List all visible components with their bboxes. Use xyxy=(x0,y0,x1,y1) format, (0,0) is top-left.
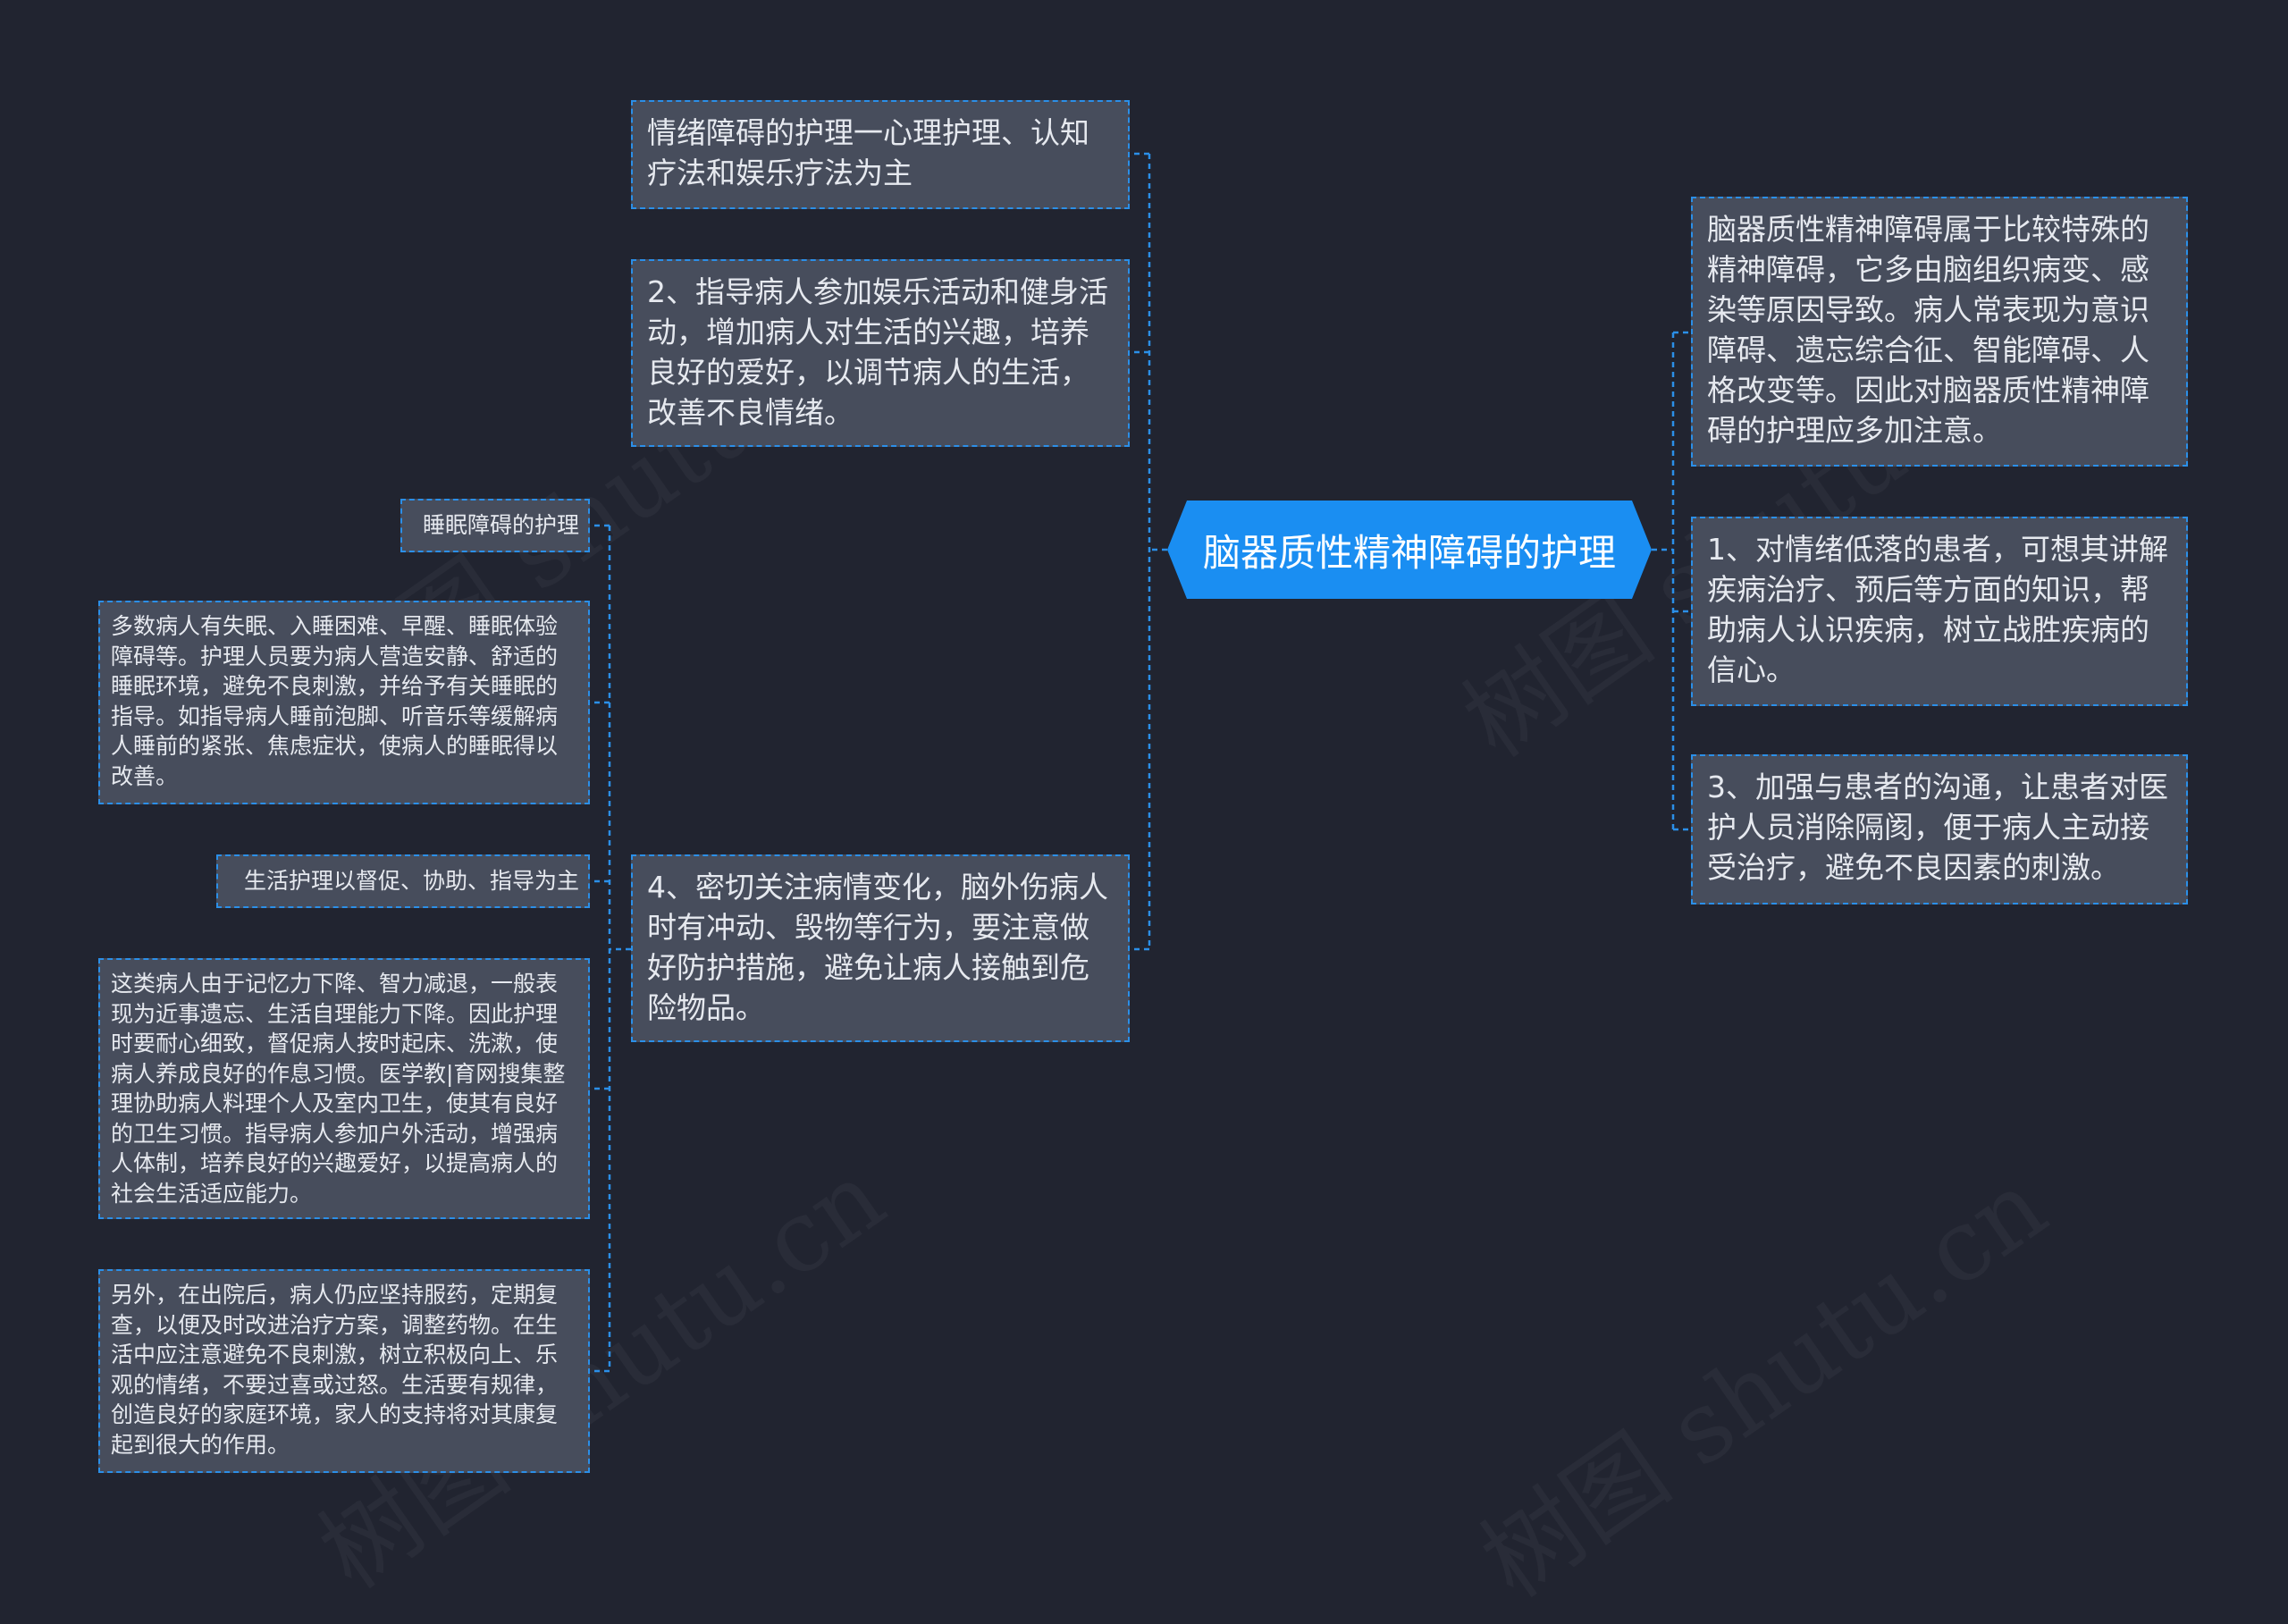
node-activity-guidance[interactable]: 2、指导病人参加娱乐活动和健身活动，增加病人对生活的兴趣，培养良好的爱好，以调节… xyxy=(631,259,1130,447)
node-life-care-detail[interactable]: 这类病人由于记忆力下降、智力减退，一般表现为近事遗忘、生活自理能力下降。因此护理… xyxy=(98,958,590,1219)
node-life-care-label[interactable]: 生活护理以督促、协助、指导为主 xyxy=(216,854,590,908)
node-sleep-care-label[interactable]: 睡眠障碍的护理 xyxy=(400,499,590,552)
node-emotion-care[interactable]: 情绪障碍的护理一心理护理、认知疗法和娱乐疗法为主 xyxy=(631,100,1130,209)
node-monitor-condition[interactable]: 4、密切关注病情变化，脑外伤病人时有冲动、毁物等行为，要注意做好防护措施，避免让… xyxy=(631,854,1130,1042)
connector-lines xyxy=(590,152,1691,1373)
node-explain-knowledge[interactable]: 1、对情绪低落的患者，可想其讲解疾病治疗、预后等方面的知识，帮助病人认识疾病，树… xyxy=(1691,517,2188,706)
central-topic[interactable]: 脑器质性精神障碍的护理 xyxy=(1167,501,1652,599)
node-sleep-care-detail[interactable]: 多数病人有失眠、入睡困难、早醒、睡眠体验障碍等。护理人员要为病人营造安静、舒适的… xyxy=(98,601,590,804)
node-communication[interactable]: 3、加强与患者的沟通，让患者对医护人员消除隔阂，便于病人主动接受治疗，避免不良因… xyxy=(1691,754,2188,905)
node-discharge-detail[interactable]: 另外，在出院后，病人仍应坚持服药，定期复查，以便及时改进治疗方案，调整药物。在生… xyxy=(98,1269,590,1473)
node-intro[interactable]: 脑器质性精神障碍属于比较特殊的精神障碍，它多由脑组织病变、感染等原因导致。病人常… xyxy=(1691,197,2188,467)
